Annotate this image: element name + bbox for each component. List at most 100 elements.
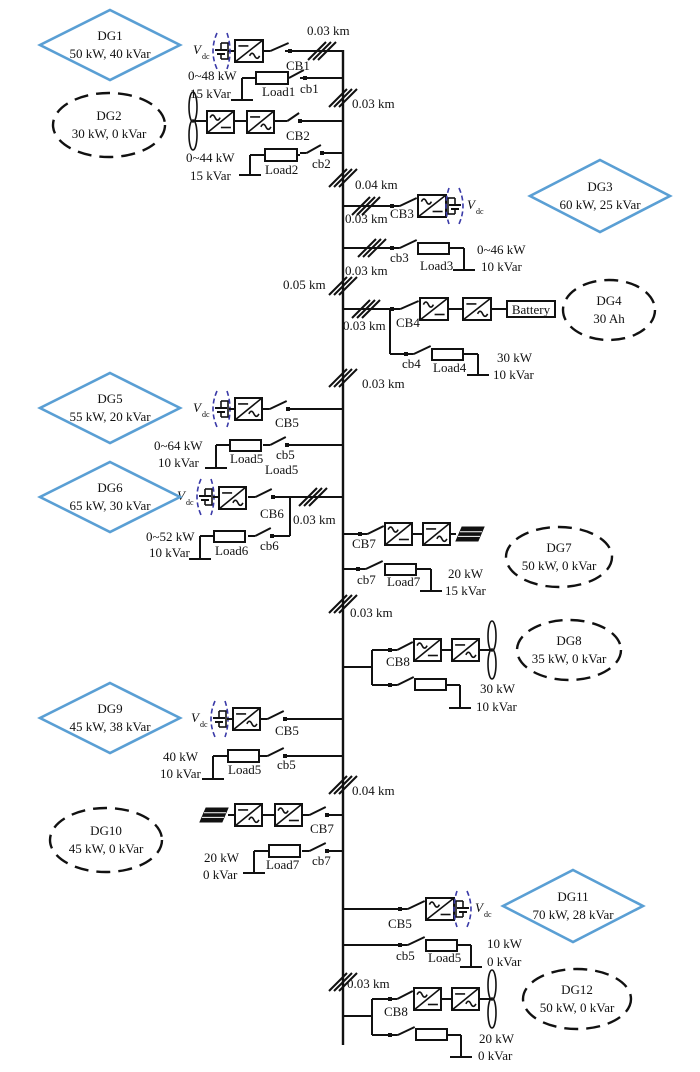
breaker-cb5[interactable] [398,936,426,947]
breaker-cb7[interactable] [302,842,329,853]
line-segment-hatch-icon [328,168,358,188]
breaker-cb5[interactable] [260,747,287,758]
load-resistor-icon [268,844,301,858]
switch-blade [367,525,385,535]
breaker-unlabeled[interactable] [388,676,415,687]
battery-icon: Battery [506,300,556,318]
breaker-CB8[interactable] [388,990,414,1001]
switch-contact [325,849,329,853]
hatch-stroke [308,487,328,507]
load-label: Load7 [266,857,300,872]
breaker-cb3[interactable] [390,239,418,250]
line-length-label: 0.04 km [352,783,395,798]
dg-rating: 70 kW, 28 kVar [532,907,614,922]
breaker-label: CB5 [388,916,412,931]
load-power-label: 0~48 kW [188,68,237,83]
panel-grid [460,526,469,542]
breaker-cb2[interactable] [300,144,324,155]
dg-rating: 35 kW, 0 kVar [532,651,607,666]
breaker-label: CB8 [386,654,410,669]
ac-wave [465,1000,477,1008]
load-reactive-label: 15 kVar [445,583,486,598]
hatch-stroke [333,368,353,388]
breaker-CB7[interactable] [358,525,385,536]
load-reactive-label: 10 kVar [149,545,190,560]
switch-blade [399,239,418,249]
breaker-cb4[interactable] [404,345,432,356]
breaker-CB6[interactable] [248,488,275,499]
hatch-stroke [317,41,337,61]
switch-contact [388,1033,392,1037]
breaker-cb5[interactable] [263,436,289,447]
converter-icon [218,486,247,510]
breaker-CB4[interactable] [390,300,420,311]
line-segment-hatch-icon [328,594,358,614]
switch-blade [397,676,415,686]
converter-diagonal [246,110,275,134]
panel-grid [210,807,218,823]
hatch-stroke [362,238,382,258]
converter-icon [451,638,480,662]
hatch-stroke [351,196,371,216]
breaker-unlabeled[interactable] [388,1026,416,1037]
converter-icon [274,803,303,827]
vdc-subscript: dc [202,52,210,61]
hatch-stroke [333,775,353,795]
hatch-stroke [298,487,318,507]
dg-name: DG3 [587,179,612,194]
dashed-arc [196,478,202,516]
breaker-CB8[interactable] [388,641,414,652]
hatch-stroke [367,238,387,258]
breaker-label: cb3 [390,250,409,265]
hatch-stroke [328,88,348,108]
dg-rating: 50 kW, 0 kVar [540,1000,615,1015]
dg-rating: 45 kW, 0 kVar [69,841,144,856]
breaker-label: CB1 [286,58,310,73]
load-power-label: 0~52 kW [146,529,195,544]
breaker-CB5[interactable] [262,400,290,411]
hatch-stroke [361,196,381,216]
converter-diagonal [417,194,447,218]
load-reactive-label: 0 kVar [478,1048,513,1063]
breaker-cb6[interactable] [248,527,274,538]
switch-blade [399,197,418,207]
converter-diagonal [425,897,455,921]
switch-blade [407,936,426,946]
load-resistor-icon [227,749,260,763]
converter-diagonal [384,522,413,546]
vdc-label: V [191,710,201,725]
breaker-CB7[interactable] [302,806,329,817]
hatch-stroke [338,276,358,296]
load-power-label: 0~44 kW [186,150,235,165]
hatch-stroke [328,972,348,992]
breaker-CB3[interactable] [390,197,418,208]
panel-grid [471,526,480,542]
line-segment-hatch-icon [328,368,358,388]
hatch-stroke [307,41,327,61]
breaker-cb7[interactable] [356,560,384,571]
converter-icon [384,522,413,546]
vdc-label: V [193,400,203,415]
line-length-label: 0.03 km [352,96,395,111]
breaker-CB2[interactable] [282,112,302,123]
dg-rating: 45 kW, 38 kVar [69,719,151,734]
wind-turbine-icon [487,969,497,1029]
breaker-CB5[interactable] [398,900,426,911]
load-power-label: 20 kW [448,566,484,581]
breaker-CB5[interactable] [260,710,287,721]
